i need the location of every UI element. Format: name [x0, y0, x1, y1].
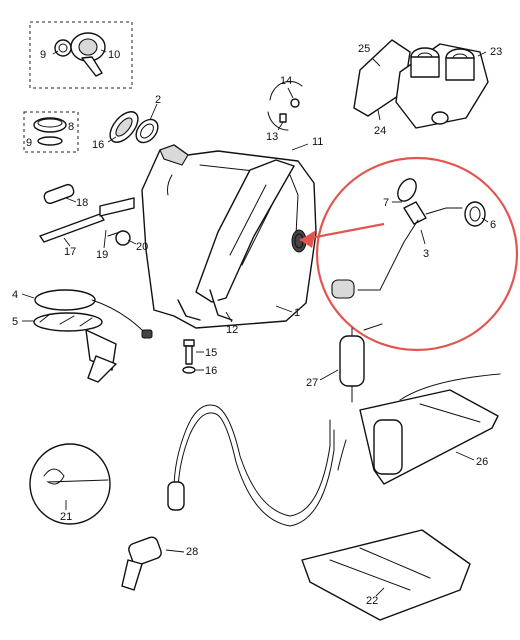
callout-11: 11 [312, 136, 323, 148]
callout-3: 3 [423, 248, 429, 260]
callout-5: 5 [12, 316, 18, 328]
callout-22: 22 [366, 595, 378, 607]
callout-21: 21 [60, 511, 72, 523]
callout-12: 12 [226, 324, 238, 336]
callout-2: 2 [155, 94, 161, 106]
heat-shield [301, 529, 471, 621]
callout-16-top: 16 [92, 139, 104, 151]
callout-15: 15 [205, 347, 217, 359]
pump-bracket-assembly [337, 373, 501, 485]
callout-4: 4 [12, 289, 18, 301]
callout-23: 23 [490, 46, 502, 58]
fuel-filter [319, 323, 383, 403]
fuel-tank [141, 143, 317, 329]
callout-6: 6 [490, 219, 496, 231]
filler-cap-group [29, 21, 133, 89]
callout-18: 18 [76, 197, 88, 209]
callout-28: 28 [186, 546, 198, 558]
fuel-pipe [121, 404, 335, 591]
callout-9-bottom: 9 [26, 137, 32, 149]
bolt-15-washer-16 [182, 339, 204, 374]
callout-7: 7 [383, 197, 389, 209]
tank-sender-unit [21, 289, 153, 383]
callout-25: 25 [358, 43, 370, 55]
callout-26: 26 [476, 456, 488, 468]
callout-8: 8 [68, 121, 74, 133]
callout-14: 14 [280, 75, 292, 87]
callout-labels: 9 10 8 9 16 2 14 13 11 25 23 24 18 17 19… [12, 43, 502, 607]
callout-9-top: 9 [40, 49, 46, 61]
callout-17: 17 [64, 246, 76, 258]
sealing-rings [107, 103, 159, 144]
callout-19: 19 [96, 249, 108, 261]
callout-13: 13 [266, 131, 278, 143]
callout-27: 27 [306, 377, 318, 389]
grommet-group [23, 111, 79, 153]
fuel-pump [353, 39, 489, 129]
callout-24: 24 [374, 125, 386, 137]
pipe-clip-21 [29, 443, 111, 525]
tank-gauge-unit-detail [299, 156, 519, 352]
callout-16-bottom: 16 [205, 365, 217, 377]
callout-10: 10 [108, 49, 120, 61]
bolt-group-13-14 [267, 80, 303, 131]
hoses-and-clip [39, 183, 137, 249]
callout-20: 20 [136, 241, 148, 253]
callout-1: 1 [294, 307, 300, 319]
